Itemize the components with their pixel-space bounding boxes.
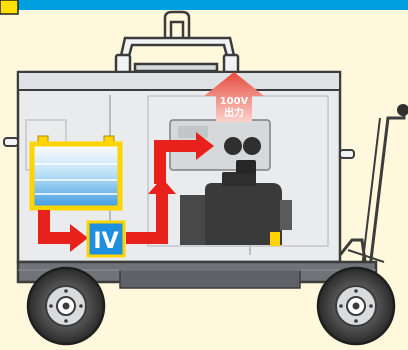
inverter-box: IV: [88, 222, 124, 256]
inverter-label: IV: [93, 229, 118, 254]
wheel-right: [318, 268, 394, 344]
output-socket-right: [243, 137, 261, 155]
lifting-hook: [165, 12, 189, 37]
lifting-frame: [116, 38, 238, 73]
output-voltage-label: 100V: [220, 96, 249, 107]
battery: [32, 136, 120, 208]
top-bar: [0, 0, 408, 10]
output-socket-left: [224, 137, 242, 155]
output-label: 出力: [224, 106, 244, 119]
wheel-left: [28, 268, 104, 344]
tow-handle-knob: [397, 104, 408, 116]
corner-tab: [0, 0, 18, 14]
tow-handle: [340, 112, 404, 268]
